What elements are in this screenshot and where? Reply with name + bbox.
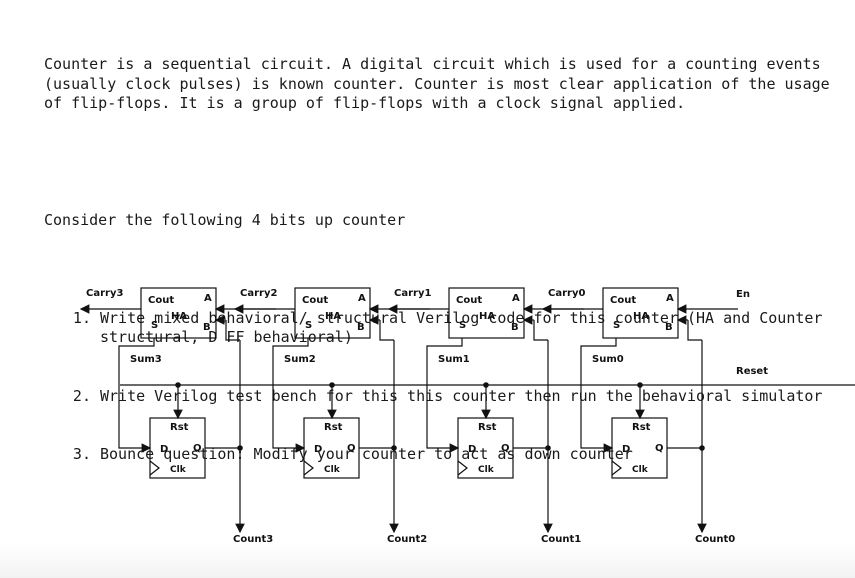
- ha-s-label: S: [613, 320, 620, 331]
- ha-cout-label: Cout: [148, 295, 174, 306]
- count-label: Count2: [387, 534, 427, 545]
- ha-name-label: HA: [633, 311, 649, 322]
- ha-b-label: B: [665, 322, 673, 333]
- task-item: Bounce question: Modify your counter to …: [100, 445, 834, 465]
- sum-wire: [272, 338, 309, 453]
- ha-name-label: HA: [479, 311, 495, 322]
- task-item: Write Verilog test bench for this this c…: [100, 387, 834, 407]
- ha-cout-label: Cout: [610, 295, 636, 306]
- ha-b-label: B: [357, 322, 365, 333]
- clock-triangle: [611, 460, 622, 476]
- sum-wire: [580, 338, 617, 453]
- bottom-band: [0, 544, 855, 578]
- feedback-wire: [379, 320, 394, 341]
- ff-rst-label: Rst: [170, 422, 189, 433]
- ff-clk-label: Clk: [632, 465, 649, 475]
- ha-a-label: A: [204, 293, 212, 304]
- consider-line: Consider the following 4 bits up counter: [44, 211, 406, 229]
- ff-rst-label: Rst: [478, 422, 497, 433]
- sum-wire: [426, 338, 463, 453]
- ff-q-label: Q: [655, 443, 664, 454]
- ff-clk-label: Clk: [170, 465, 187, 475]
- feedback-wire: [225, 320, 240, 341]
- sum-wire: [118, 338, 155, 453]
- feedback-wire: [533, 320, 548, 341]
- ff-d-label: D: [314, 444, 322, 455]
- clock-triangle: [457, 460, 468, 476]
- ha-a-label: A: [512, 293, 520, 304]
- ha-b-label: B: [511, 322, 519, 333]
- count-label: Count1: [541, 534, 581, 545]
- ff-rst-label: Rst: [324, 422, 343, 433]
- ff-d-label: D: [468, 444, 476, 455]
- problem-text: Counter is a sequential circuit. A digit…: [44, 16, 834, 523]
- ff-d-label: D: [160, 444, 168, 455]
- carry-label: Carry2: [240, 288, 277, 299]
- carry-label: Carry1: [394, 288, 431, 299]
- junction-dot: [329, 382, 335, 388]
- sum-label: Sum2: [284, 354, 316, 365]
- en-label: En: [736, 289, 750, 300]
- ha-s-label: S: [151, 320, 158, 331]
- clock-triangle: [149, 460, 160, 476]
- junction-dot: [175, 382, 181, 388]
- reset-label: Reset: [736, 366, 768, 377]
- clock-triangle: [303, 460, 314, 476]
- junction-dot: [483, 382, 489, 388]
- task-item: Write mixed behavioral/ structural Veril…: [100, 309, 834, 348]
- intro-paragraph: Counter is a sequential circuit. A digit…: [44, 55, 839, 112]
- ff-q-label: Q: [501, 443, 510, 454]
- feedback-wire: [687, 320, 702, 341]
- sum-label: Sum3: [130, 354, 162, 365]
- task-list: Write mixed behavioral/ structural Veril…: [44, 270, 834, 504]
- ff-d-label: D: [622, 444, 630, 455]
- ha-name-label: HA: [325, 311, 341, 322]
- sum-label: Sum1: [438, 354, 470, 365]
- ff-q-label: Q: [193, 443, 202, 454]
- ff-q-label: Q: [347, 443, 356, 454]
- ff-rst-label: Rst: [632, 422, 651, 433]
- carry-label: Carry0: [548, 288, 585, 299]
- carry-label: Carry3: [86, 288, 123, 299]
- ff-clk-label: Clk: [324, 465, 341, 475]
- count-label: Count3: [233, 534, 273, 545]
- ha-s-label: S: [305, 320, 312, 331]
- count-label: Count0: [695, 534, 735, 545]
- ha-b-label: B: [203, 322, 211, 333]
- ha-cout-label: Cout: [302, 295, 328, 306]
- sum-label: Sum0: [592, 354, 624, 365]
- junction-dot: [637, 382, 643, 388]
- ha-s-label: S: [459, 320, 466, 331]
- ha-a-label: A: [666, 293, 674, 304]
- ha-name-label: HA: [171, 311, 187, 322]
- ff-clk-label: Clk: [478, 465, 495, 475]
- ha-cout-label: Cout: [456, 295, 482, 306]
- ha-a-label: A: [358, 293, 366, 304]
